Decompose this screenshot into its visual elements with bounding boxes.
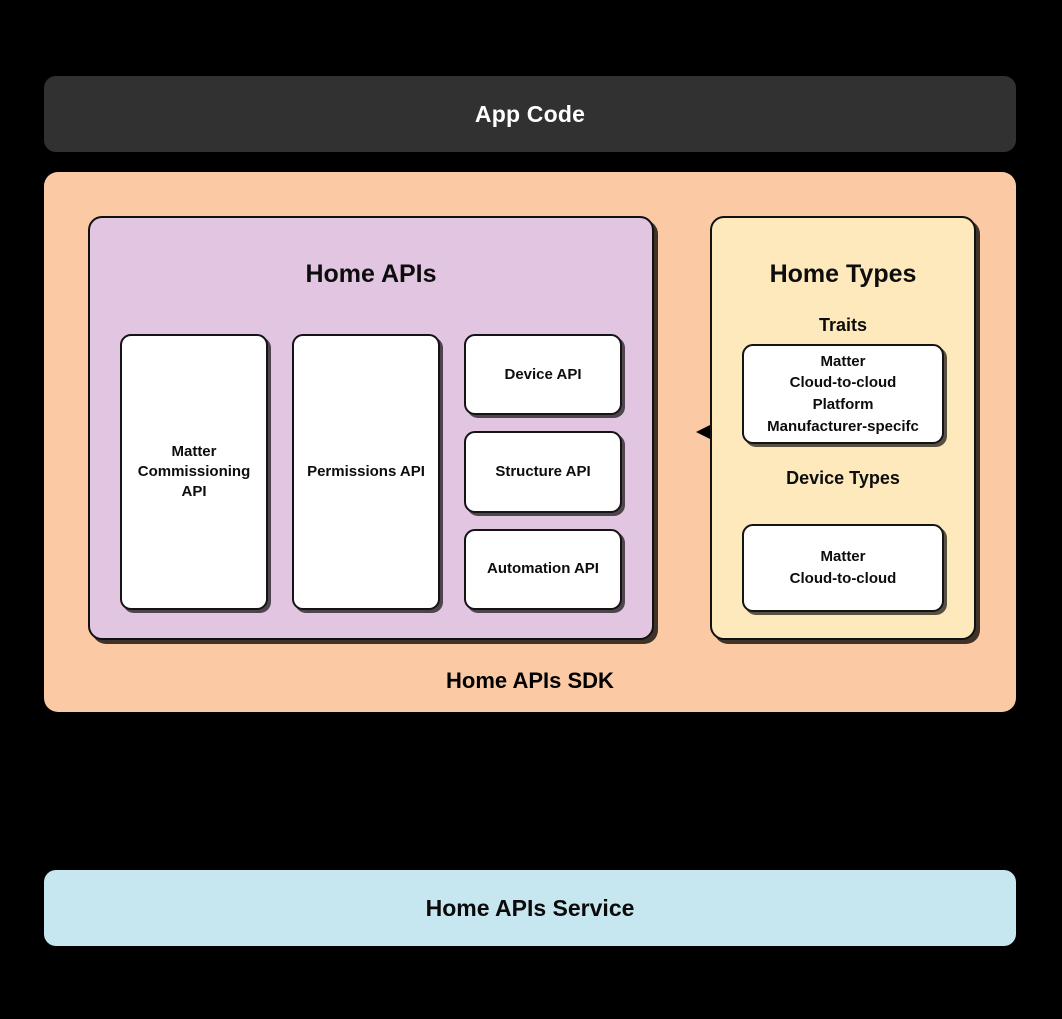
home-apis-title: Home APIs bbox=[305, 260, 437, 288]
home-apis-panel: Home APIs Matter Commissioning API Permi… bbox=[88, 216, 654, 640]
permissions-column: Permissions API bbox=[292, 334, 440, 610]
card-device-types-list[interactable]: Matter Cloud-to-cloud bbox=[742, 524, 944, 612]
home-apis-sdk-block: Home APIs Matter Commissioning API Permi… bbox=[44, 172, 1016, 712]
device-types-label: Device Types bbox=[786, 468, 900, 488]
app-code-block: App Code bbox=[44, 76, 1016, 152]
home-apis-service-label: Home APIs Service bbox=[425, 894, 635, 921]
traits-label: Traits bbox=[818, 315, 868, 335]
card-matter-commissioning-api[interactable]: Matter Commissioning API bbox=[120, 334, 268, 610]
home-types-panel: Home Types Traits Matter Cloud-to-cloud … bbox=[710, 216, 976, 640]
home-apis-sdk-label: Home APIs SDK bbox=[446, 668, 614, 693]
card-automation-api[interactable]: Automation API bbox=[464, 528, 622, 610]
matter-commissioning-column: Matter Commissioning API bbox=[120, 334, 268, 610]
card-permissions-api[interactable]: Permissions API bbox=[292, 334, 440, 610]
api-stack-column: Device API Structure API Automation API bbox=[464, 334, 622, 610]
card-structure-api[interactable]: Structure API bbox=[464, 431, 622, 513]
home-types-title: Home Types bbox=[769, 260, 917, 288]
card-traits-list[interactable]: Matter Cloud-to-cloud Platform Manufactu… bbox=[742, 344, 944, 444]
app-code-label: App Code bbox=[474, 100, 586, 127]
home-apis-service-block: Home APIs Service bbox=[44, 870, 1016, 946]
home-apis-card-grid: Matter Commissioning API Permissions API… bbox=[120, 334, 622, 610]
card-device-api[interactable]: Device API bbox=[464, 334, 622, 416]
